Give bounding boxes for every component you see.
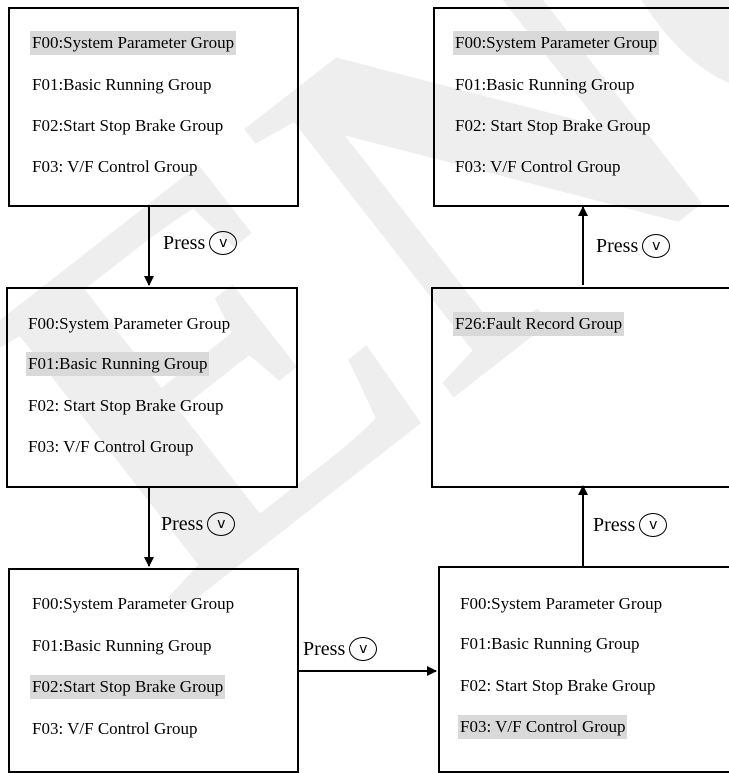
- menu-item-f01: F01:Basic Running Group: [460, 634, 640, 653]
- menu-item-f03: F03: V/F Control Group: [32, 157, 198, 176]
- press-label-down-1: Press v: [163, 230, 238, 256]
- press-label-down-5: Press v: [596, 233, 671, 259]
- menu-item-f01: F01:Basic Running Group: [32, 636, 212, 655]
- menu-item-f02: F02:Start Stop Brake Group: [30, 675, 226, 699]
- menu-box-f26-selected: F26:Fault Record Group: [431, 287, 729, 488]
- menu-item-f02: F02:Start Stop Brake Group: [32, 116, 224, 135]
- menu-item-f26: F26:Fault Record Group: [453, 312, 625, 336]
- menu-item-f01: F01:Basic Running Group: [455, 75, 635, 94]
- menu-item-f03: F03: V/F Control Group: [458, 715, 628, 739]
- press-text: Press: [596, 235, 639, 257]
- menu-box-f03-selected: F00:System Parameter Group F01:Basic Run…: [438, 566, 729, 773]
- menu-box-f01-selected: F00:System Parameter Group F01:Basic Run…: [6, 287, 298, 488]
- menu-item-f02: F02: Start Stop Brake Group: [460, 676, 656, 695]
- menu-item-f03: F03: V/F Control Group: [28, 437, 194, 456]
- down-key-icon: v: [639, 513, 668, 537]
- press-label-down-2: Press v: [161, 511, 236, 537]
- menu-item-f00: F00:System Parameter Group: [30, 31, 237, 55]
- menu-item-f02: F02: Start Stop Brake Group: [455, 116, 651, 135]
- down-key-icon: v: [642, 234, 671, 258]
- press-text: Press: [161, 513, 204, 535]
- menu-item-f03: F03: V/F Control Group: [32, 719, 198, 738]
- menu-box-f02-selected: F00:System Parameter Group F01:Basic Run…: [8, 568, 299, 773]
- menu-item-f01: F01:Basic Running Group: [26, 352, 210, 376]
- menu-item-f00: F00:System Parameter Group: [28, 314, 231, 333]
- press-label-down-4: Press v: [593, 512, 668, 538]
- menu-item-f02: F02: Start Stop Brake Group: [28, 396, 224, 415]
- down-key-icon: v: [209, 231, 238, 255]
- press-text: Press: [163, 232, 206, 254]
- down-key-icon: v: [349, 637, 378, 661]
- menu-item-f00: F00:System Parameter Group: [32, 594, 235, 613]
- menu-item-f00: F00:System Parameter Group: [460, 594, 663, 613]
- menu-box-f00-selected-left: F00:System Parameter Group F01:Basic Run…: [8, 7, 299, 207]
- press-text: Press: [303, 638, 346, 660]
- press-text: Press: [593, 514, 636, 536]
- press-label-down-3: Press v: [303, 636, 378, 662]
- menu-box-f00-selected-right: F00:System Parameter Group F01:Basic Run…: [433, 7, 729, 207]
- menu-item-f00: F00:System Parameter Group: [453, 31, 660, 55]
- menu-item-f03: F03: V/F Control Group: [455, 157, 621, 176]
- menu-item-f01: F01:Basic Running Group: [32, 75, 212, 94]
- down-key-icon: v: [207, 512, 236, 536]
